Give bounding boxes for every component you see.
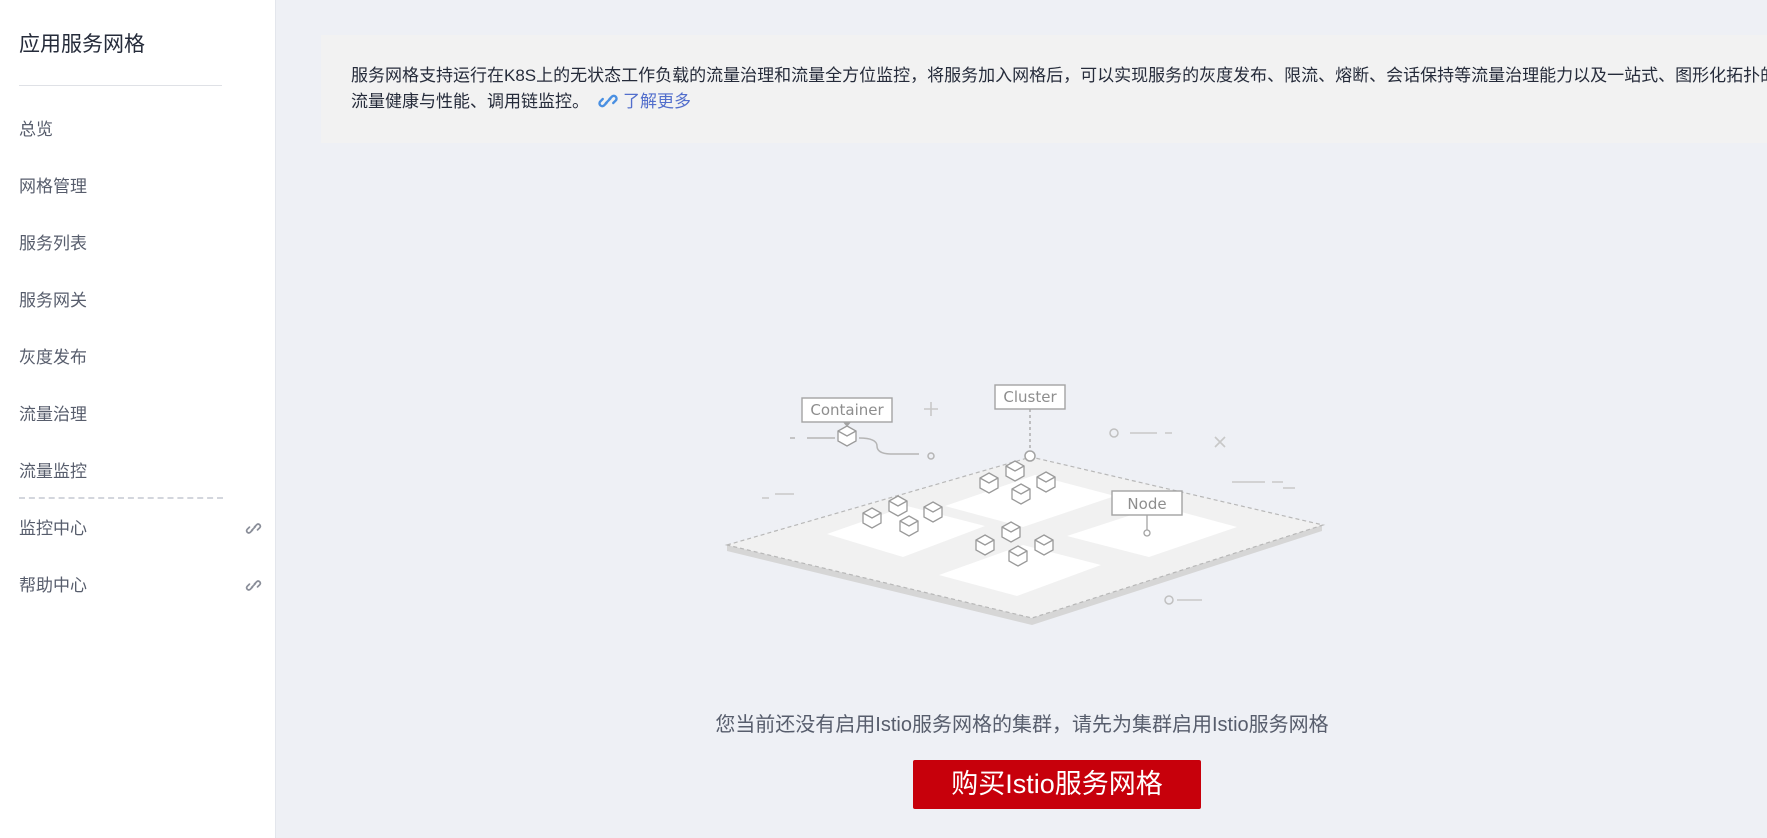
- decor-dot: [1109, 428, 1119, 438]
- container-cubes: [837, 425, 1056, 567]
- platform-edge: [727, 525, 1322, 625]
- svg-text:Node: Node: [1127, 495, 1166, 513]
- empty-state-illustration: Container Cluster Node: [724, 384, 1326, 625]
- sidebar-item-traffic-governance[interactable]: 流量治理: [19, 405, 87, 424]
- node-dot: [1143, 529, 1151, 537]
- decor-dot: [927, 452, 935, 460]
- sidebar-item-label: 帮助中心: [19, 576, 87, 595]
- sidebar-item-service-list[interactable]: 服务列表: [19, 234, 87, 253]
- buy-istio-button[interactable]: 购买Istio服务网格: [913, 760, 1201, 809]
- sidebar-item-mesh-management[interactable]: 网格管理: [19, 177, 87, 196]
- learn-more-link[interactable]: 了解更多: [623, 92, 691, 111]
- sidebar-item-label: 监控中心: [19, 519, 87, 538]
- container-label: Container: [801, 397, 893, 427]
- sidebar-item-monitoring-center[interactable]: 监控中心: [19, 507, 262, 551]
- decor-line: [1232, 481, 1295, 489]
- main-content: 服务网格支持运行在K8S上的无状态工作负载的流量治理和流量全方位监控，将服务加入…: [277, 0, 1767, 838]
- svg-text:Container: Container: [810, 401, 884, 419]
- sidebar-item-help-center[interactable]: 帮助中心: [19, 564, 262, 608]
- sidebar-title: 应用服务网格: [19, 33, 145, 56]
- node-tile: [945, 475, 1115, 527]
- info-notice: 服务网格支持运行在K8S上的无状态工作负载的流量治理和流量全方位监控，将服务加入…: [321, 35, 1767, 143]
- decor-line: [790, 437, 919, 455]
- sidebar-item-service-gateway[interactable]: 服务网关: [19, 291, 87, 310]
- sidebar-divider: [19, 85, 222, 86]
- cross-decor: [1214, 436, 1226, 448]
- sidebar: 应用服务网格 总览 网格管理 服务列表 服务网关 灰度发布 流量治理 流量监控 …: [0, 0, 276, 838]
- notice-text: 服务网格支持运行在K8S上的无状态工作负载的流量治理和流量全方位监控，将服务加入…: [351, 66, 1767, 111]
- sidebar-item-canary-release[interactable]: 灰度发布: [19, 348, 87, 367]
- cluster-label: Cluster: [994, 384, 1066, 410]
- decor-dot: [1164, 595, 1174, 605]
- svg-text:Cluster: Cluster: [1003, 388, 1057, 406]
- sidebar-item-overview[interactable]: 总览: [19, 120, 53, 139]
- node-label: Node: [1111, 490, 1183, 516]
- empty-state-message: 您当前还没有启用Istio服务网格的集群，请先为集群启用Istio服务网格: [715, 714, 1329, 736]
- external-link-icon: [245, 580, 262, 591]
- sidebar-item-traffic-monitoring[interactable]: 流量监控: [19, 462, 87, 481]
- cluster-node-dot: [1024, 450, 1036, 462]
- decor-line: [762, 493, 794, 499]
- plus-decor: [924, 402, 938, 416]
- external-link-icon: [245, 523, 262, 534]
- node-tile: [1067, 506, 1237, 557]
- node-tile: [939, 545, 1101, 596]
- sidebar-dashed-divider: [19, 497, 223, 499]
- link-icon[interactable]: [597, 90, 619, 112]
